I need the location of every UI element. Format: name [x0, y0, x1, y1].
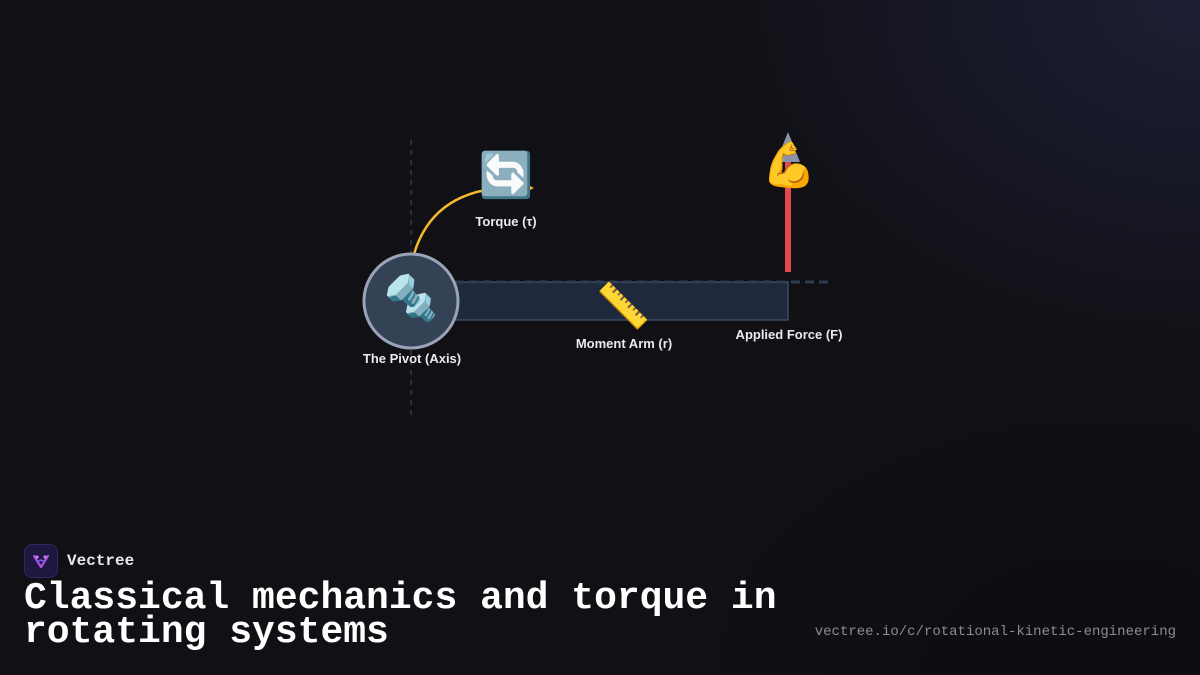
torque-label: Torque (τ): [475, 214, 537, 229]
pivot-circle: [362, 252, 460, 350]
rotation-arrows-icon: 🔄: [478, 150, 534, 201]
moment-arm-bar: [439, 281, 789, 321]
vectree-logo-icon: [24, 544, 58, 578]
applied-force-label: Applied Force (F): [735, 327, 843, 342]
moment-arm-label: Moment Arm (r): [575, 336, 673, 351]
source-url[interactable]: vectree.io/c/rotational-kinetic-engineer…: [814, 624, 1176, 640]
pivot-label: The Pivot (Axis): [362, 351, 462, 366]
torque-arc: [412, 186, 501, 255]
torque-arc-arrowhead: [522, 182, 534, 194]
page-title: Classical mechanics and torque in rotati…: [24, 577, 777, 654]
brand-name: Vectree: [67, 552, 135, 570]
nut-and-bolt-icon: 🔩: [383, 273, 439, 324]
flexed-biceps-icon: 💪: [761, 140, 817, 191]
brand[interactable]: Vectree: [24, 544, 134, 578]
force-arrowhead: [776, 132, 800, 162]
ruler-icon: 📏: [595, 281, 651, 332]
